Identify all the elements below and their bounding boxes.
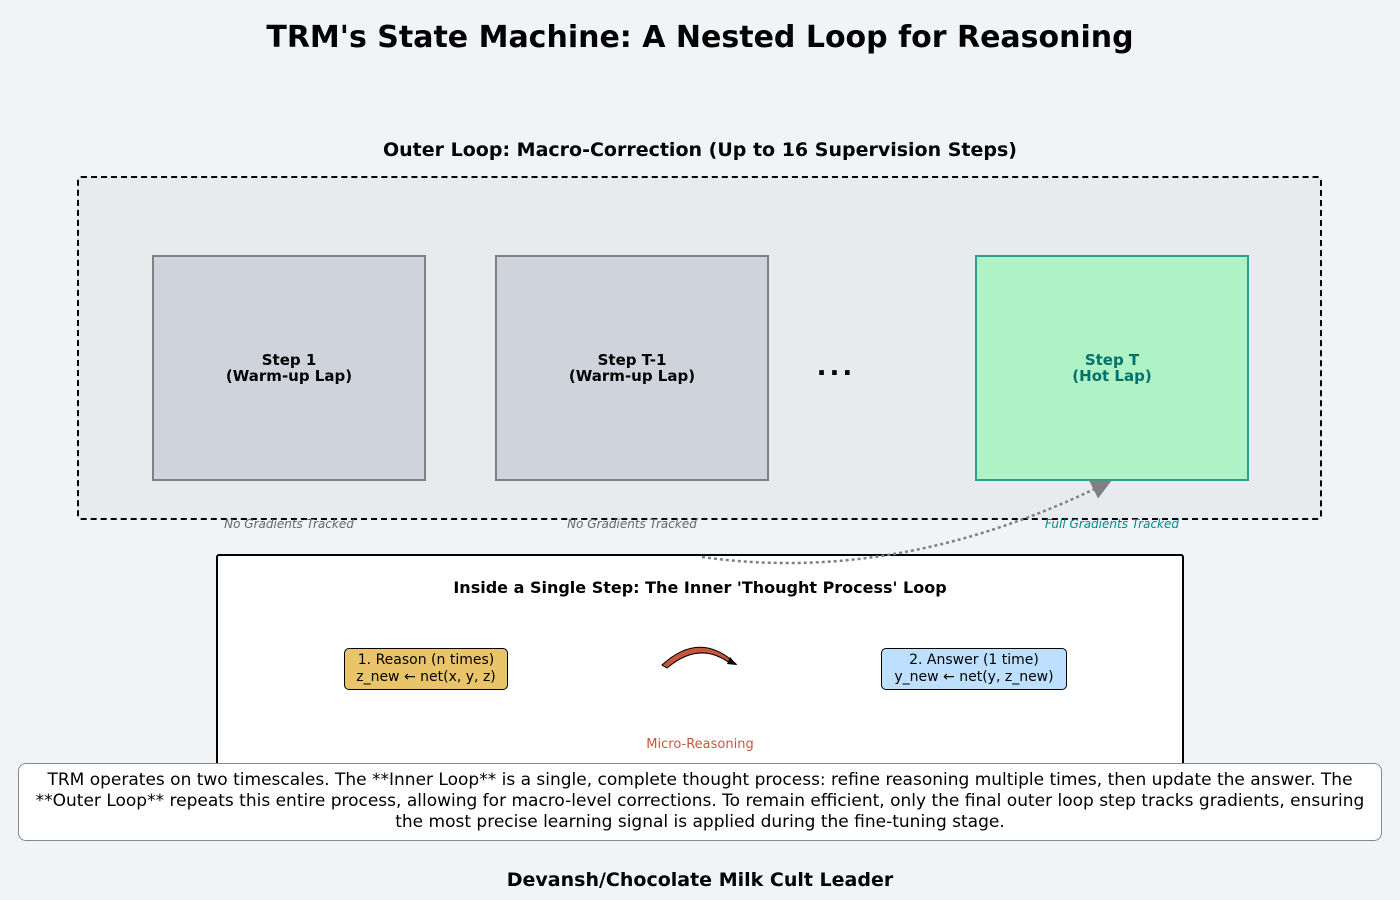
step-t-gradient-note: Full Gradients Tracked [1044,517,1180,531]
reason-step-box: 1. Reason (n times) z_new ← net(x, y, z) [344,648,508,690]
step-1-box: Step 1 (Warm-up Lap) [152,255,426,481]
step-t-box: Step T (Hot Lap) [975,255,1249,481]
step-t-minus-1-gradient-note: No Gradients Tracked [567,517,697,531]
page-title: TRM's State Machine: A Nested Loop for R… [266,20,1134,55]
inner-to-step-t-connector [701,480,1112,565]
answer-step-box: 2. Answer (1 time) y_new ← net(y, z_new) [881,648,1067,690]
step-t-minus-1-box: Step T-1 (Warm-up Lap) [495,255,769,481]
author-credit: Devansh/Chocolate Milk Cult Leader [506,869,894,891]
step-1-gradient-note: No Gradients Tracked [224,517,354,531]
micro-reasoning-arrow [661,646,738,669]
explanation-caption: TRM operates on two timescales. The **In… [18,763,1382,841]
ellipsis: ... [816,352,856,382]
micro-reasoning-label: Micro-Reasoning [646,737,754,752]
inner-loop-title: Inside a Single Step: The Inner 'Thought… [453,578,947,597]
outer-loop-title: Outer Loop: Macro-Correction (Up to 16 S… [383,139,1017,161]
